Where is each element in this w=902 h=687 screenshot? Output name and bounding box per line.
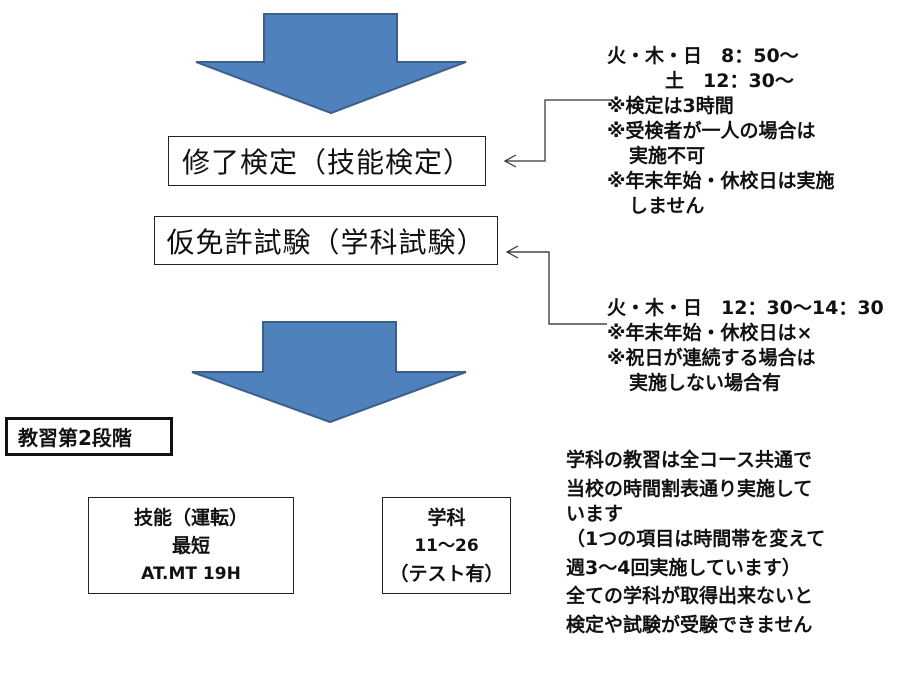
completion-exam-notes: 火・木・日 8：50～ 土 12：30～ ※検定は3時間 ※受検者が一人の場合は… — [607, 44, 834, 219]
note-line: 検定や試験が受験できません — [566, 613, 813, 636]
connector-arrowhead-icon — [503, 154, 517, 168]
connector-provisional-exam — [507, 251, 607, 325]
skill-subtitle: 最短 — [171, 534, 210, 557]
note-line: （1つの項目は時間帯を変えて — [566, 528, 826, 550]
flow-arrow-middle — [191, 321, 467, 424]
note-line: ※祝日が連続する場合は — [607, 347, 816, 369]
note-line: 土 12：30～ — [665, 70, 794, 92]
provisional-exam-label: 仮免許試験（学科試験） — [166, 225, 486, 259]
academic-title: 学科 — [427, 506, 466, 529]
note-line: ※検定は3時間 — [607, 95, 734, 117]
skill-hours: AT.MT 19H — [141, 563, 241, 584]
connector-arrowhead-icon — [505, 245, 519, 259]
completion-exam-label: 修了検定（技能検定） — [181, 146, 472, 179]
note-line: 火・木・日 8：50～ — [607, 45, 799, 67]
provisional-exam-box: 仮免許試験（学科試験） — [154, 216, 498, 265]
note-line: しません — [629, 195, 705, 217]
completion-exam-box: 修了検定（技能検定） — [168, 136, 486, 186]
note-line: 学科の教習は全コース共通で — [566, 449, 813, 471]
note-line: 週3～4回実施しています） — [566, 556, 801, 579]
skill-box: 技能（運転） 最短 AT.MT 19H — [88, 497, 294, 594]
skill-title: 技能（運転） — [133, 506, 248, 529]
academic-note: （テスト有） — [389, 562, 504, 585]
note-line: ※年末年始・休校日は× — [607, 322, 813, 344]
connector-completion-exam — [505, 99, 612, 162]
note-line: います — [566, 503, 624, 525]
academic-box: 学科 11～26 （テスト有） — [382, 497, 511, 594]
note-line: 実施不可 — [629, 145, 706, 167]
provisional-exam-notes: 火・木・日 12：30～14：30 ※年末年始・休校日は× ※祝日が連続する場合… — [607, 296, 884, 396]
note-line: 当校の時間割表通り実施して — [566, 477, 813, 500]
stage-label-box: 教習第2段階 — [5, 417, 173, 456]
note-line: ※受検者が一人の場合は — [607, 120, 816, 142]
stage-label: 教習第2段階 — [18, 426, 132, 450]
academic-range: 11～26 — [414, 535, 479, 556]
flow-arrow-top — [195, 13, 467, 115]
note-line: ※年末年始・休校日は実施 — [607, 170, 835, 192]
note-line: 全ての学科が取得出来ないと — [566, 585, 814, 607]
note-line: 実施しない場合有 — [629, 372, 782, 394]
academic-info-notes: 学科の教習は全コース共通で 当校の時間割表通り実施して います （1つの項目は時… — [566, 446, 825, 639]
note-line: 火・木・日 12：30～14：30 — [607, 297, 884, 319]
